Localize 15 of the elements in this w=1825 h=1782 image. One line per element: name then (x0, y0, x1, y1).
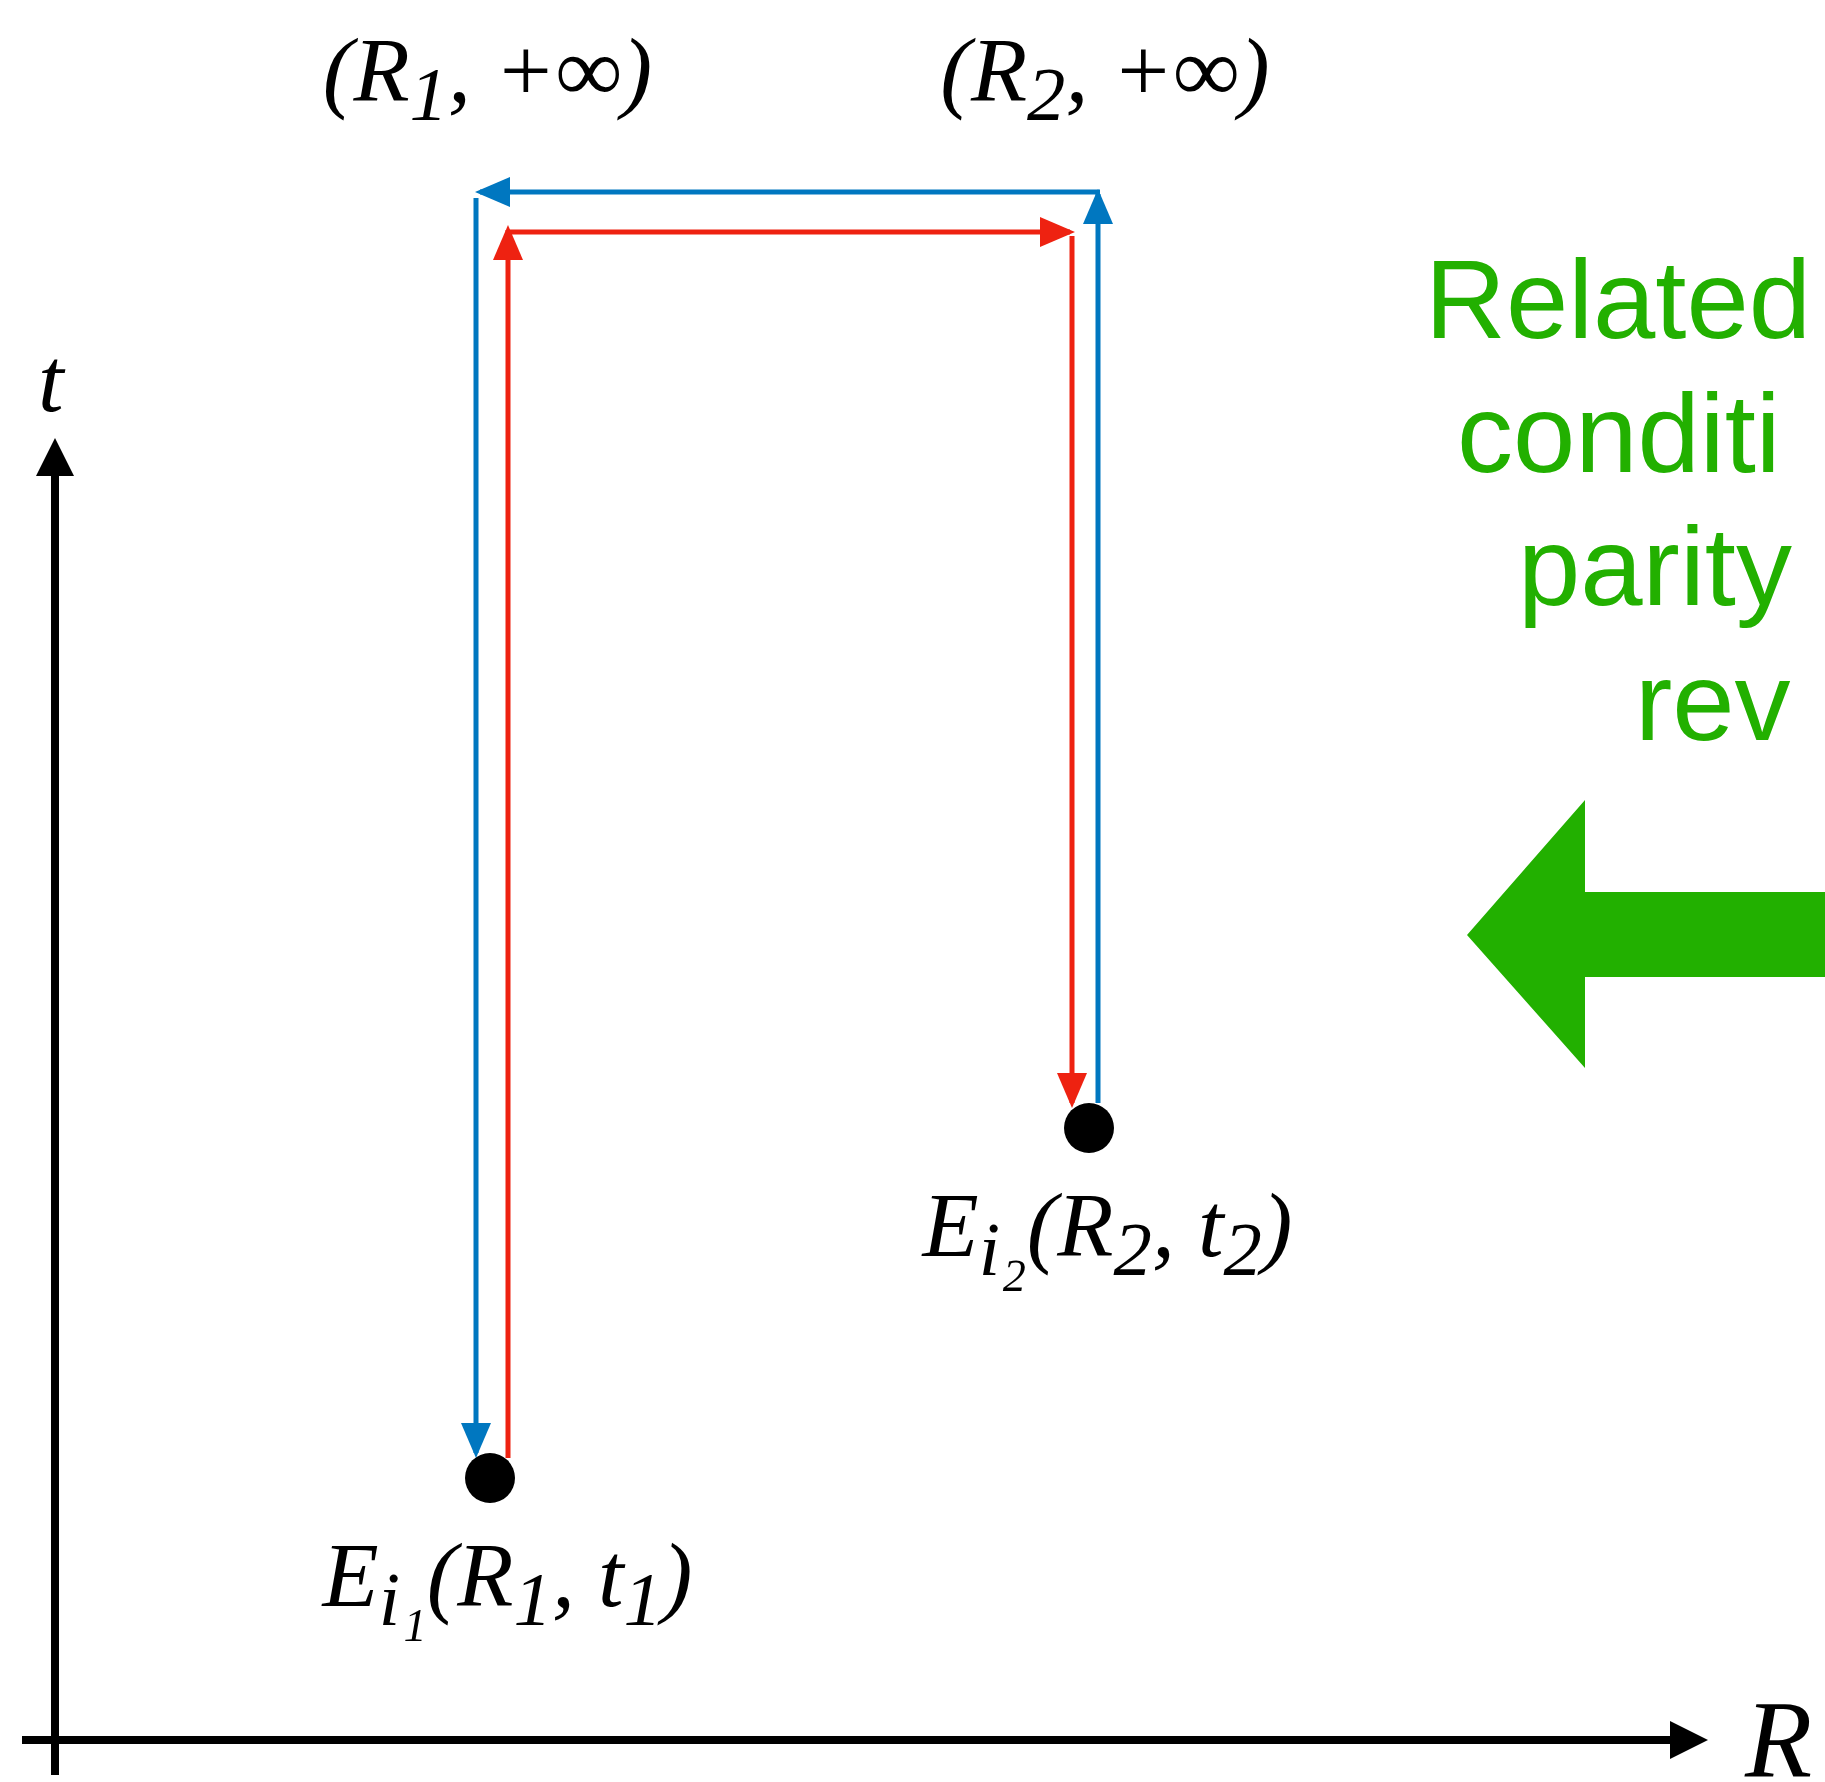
coordinate-label: (R$_{1}$, +∞) (321, 20, 654, 138)
annotation-text: rev (1635, 640, 1791, 764)
annotation-text: Related (1425, 238, 1812, 362)
coordinate-label: E$_{i₂}$(R$_{2}$, t$_{2}$) (920, 1175, 1294, 1293)
axis-label: t (38, 330, 64, 432)
arrow (461, 198, 491, 1458)
coordinate-label: (R$_{2}$, +∞) (939, 20, 1271, 138)
arrow (508, 217, 1075, 247)
annotation-text: parity (1518, 505, 1792, 629)
arrow (1057, 236, 1087, 1108)
annotation-text: conditi (1457, 372, 1781, 496)
axis-label: R (1745, 1680, 1813, 1782)
arrow (493, 225, 523, 1458)
arrow (475, 177, 1100, 207)
coordinate-label: E$_{i₁}$(R$_{1}$, t$_{1}$) (320, 1525, 694, 1643)
